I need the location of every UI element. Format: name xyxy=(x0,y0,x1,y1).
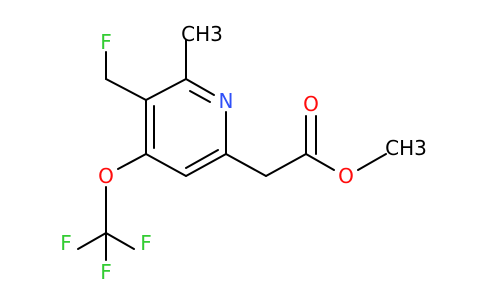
bond-c4-o-ether xyxy=(117,153,147,170)
bond-c2-c3 xyxy=(145,78,187,101)
bond-layer xyxy=(77,39,387,261)
bond-c3-ch2 xyxy=(105,78,147,101)
bond-c6-c5 xyxy=(185,153,227,177)
bond-o-ester-ch3 xyxy=(357,153,387,171)
bond-carbonyl-c-o-ester xyxy=(305,153,335,171)
atom-label-ch3-top: CH3 xyxy=(181,22,223,46)
bond-c6-ch2 xyxy=(225,153,267,177)
bond-c2-n-inner xyxy=(189,90,211,103)
atom-label-f-top: F xyxy=(100,30,112,54)
atom-label-n: N xyxy=(219,89,234,113)
atom-label-f-bottom: F xyxy=(100,260,112,284)
bond-c5-c4 xyxy=(145,153,187,177)
atom-label-o-carbonyl: O xyxy=(303,92,319,116)
atom-label-o-ester: O xyxy=(338,164,354,188)
bond-ch2-carbonyl-c xyxy=(265,153,307,177)
bond-c2-n xyxy=(185,78,215,96)
atom-label-ch3-ester: CH3 xyxy=(385,136,427,160)
atom-label-o-ether: O xyxy=(98,164,114,188)
bond-cf3-f-left xyxy=(77,232,107,250)
bond-cf3-f-right xyxy=(105,232,135,250)
atom-label-f-right: F xyxy=(140,231,152,255)
label-layer: F CH3 N O O CH3 O F F F xyxy=(60,22,427,284)
bond-c6-c5-inner xyxy=(185,149,219,169)
atom-label-f-left: F xyxy=(60,231,72,255)
